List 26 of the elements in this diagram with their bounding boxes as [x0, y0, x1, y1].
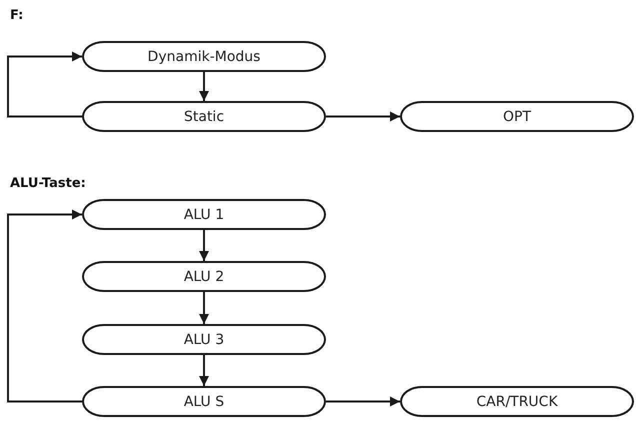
arrow — [199, 72, 209, 101]
arrow — [199, 292, 209, 324]
rounded-box — [82, 261, 326, 292]
rounded-box — [82, 324, 326, 355]
box-label: ALU 3 — [184, 332, 224, 348]
rounded-box — [400, 101, 634, 132]
box-label: OPT — [502, 108, 531, 124]
rounded-box — [400, 386, 634, 417]
box-label: ALU 1 — [184, 206, 224, 222]
box-label: CAR/TRUCK — [476, 394, 558, 410]
box-label: ALU 2 — [184, 268, 224, 284]
arrow — [199, 355, 209, 386]
arrow — [7, 210, 84, 402]
box-label: ALU S — [184, 394, 224, 410]
section-heading: F: — [10, 8, 24, 23]
arrow — [199, 230, 209, 261]
arrow — [326, 112, 400, 122]
rounded-box — [82, 386, 326, 417]
rounded-box — [82, 41, 326, 72]
arrow — [7, 52, 84, 118]
box-label: Static — [184, 108, 224, 124]
rounded-box — [82, 199, 326, 230]
rounded-box — [82, 101, 326, 132]
box-label: Dynamik-Modus — [148, 48, 260, 64]
section-heading: ALU-Taste: — [10, 176, 86, 191]
arrow — [326, 396, 400, 406]
